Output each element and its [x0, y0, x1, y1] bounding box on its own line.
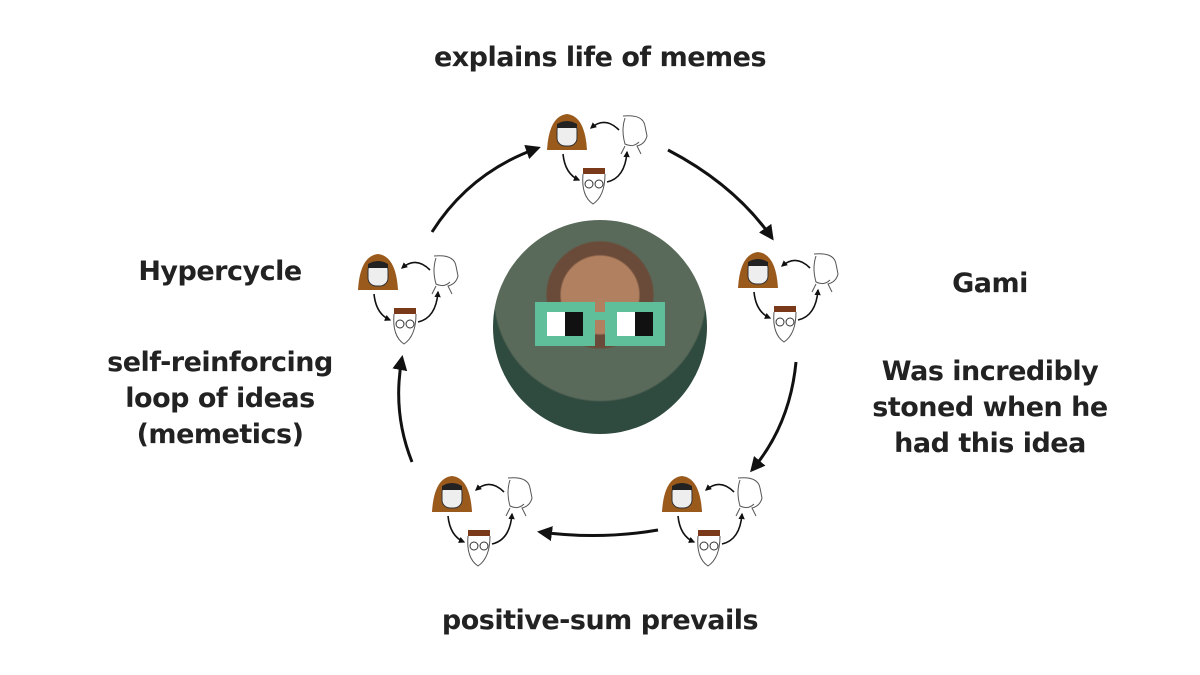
right-desc-line: Was incredibly [881, 356, 1099, 387]
left-desc-line: (memetics) [136, 419, 304, 450]
label-bottom: positive-sum prevails [441, 605, 759, 636]
center-portrait [493, 220, 707, 434]
arrow-bottom-right-to-bottom-left [537, 526, 659, 542]
mini-cycle-bottom-left [432, 476, 532, 566]
arrow-top-to-right [667, 148, 774, 241]
mini-cycle-left [358, 254, 458, 344]
left-desc-line: self-reinforcing [107, 347, 333, 378]
right-desc-line: stoned when he [872, 392, 1108, 423]
mini-cycle-right [738, 252, 838, 342]
mini-cycle-bottom-right [662, 476, 762, 566]
mini-cycle-top [547, 114, 647, 204]
arrow-bottom-left-to-left [392, 355, 414, 463]
label-top: explains life of memes [433, 42, 767, 73]
pixel-glasses-icon [535, 302, 665, 346]
arrow-right-to-bottom-right [750, 361, 798, 473]
arrow-left-to-top [430, 144, 541, 233]
left-desc-line: loop of ideas [125, 383, 315, 414]
right-desc-line: had this idea [894, 428, 1086, 459]
left-description: self-reinforcing loop of ideas (memetics… [90, 345, 350, 453]
right-description: Was incredibly stoned when he had this i… [860, 354, 1120, 462]
right-title: Gami [952, 268, 1028, 299]
left-title: Hypercycle [138, 256, 302, 287]
